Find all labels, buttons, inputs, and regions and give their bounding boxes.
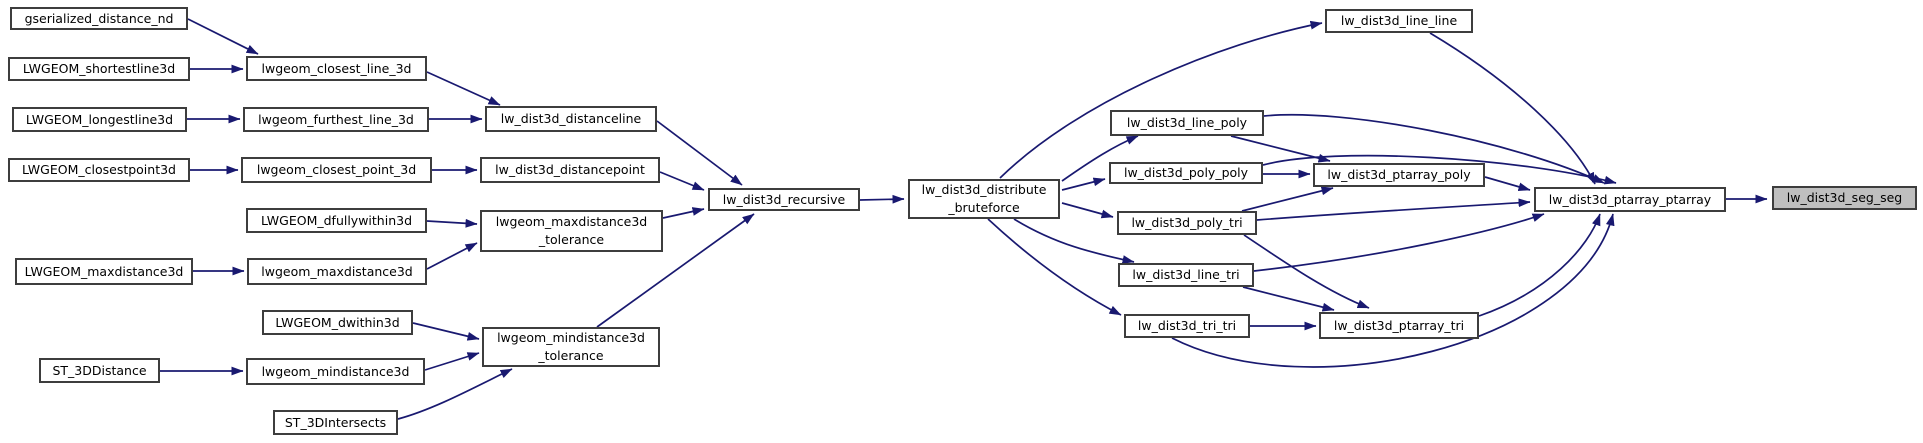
edge-lw_dist3d_poly_tri-lw_dist3d_ptarray_tri [1243,234,1370,309]
node-lw_dist3d_tri_tri[interactable]: lw_dist3d_tri_tri [1124,314,1250,338]
node-lwgeom_mindistance3d[interactable]: lwgeom_mindistance3d [246,358,425,385]
edge-ST_3DIntersects-lwgeom_mindistance3d_tolerance [397,368,513,420]
edge-lwgeom_mindistance3d_tolerance-lw_dist3d_recursive [596,213,755,328]
node-lw_dist3d_line_line[interactable]: lw_dist3d_line_line [1325,9,1473,33]
edge-lw_dist3d_distribute_bruteforce-lw_dist3d_poly_tri [1061,202,1114,219]
node-lwgeom_closest_line_3d[interactable]: lwgeom_closest_line_3d [246,56,427,81]
node-lw_dist3d_distancepoint[interactable]: lw_dist3d_distancepoint [480,157,660,183]
edge-lw_dist3d_poly_tri-lw_dist3d_ptarray_ptarray [1256,198,1531,221]
node-LWGEOM_dfullywithin3d[interactable]: LWGEOM_dfullywithin3d [246,208,427,233]
node-lw_dist3d_ptarray_tri[interactable]: lw_dist3d_ptarray_tri [1319,312,1479,339]
edge-lw_dist3d_ptarray_tri-lw_dist3d_ptarray_ptarray [1478,213,1601,317]
edge-lw_dist3d_poly_tri-lw_dist3d_ptarray_poly [1241,186,1334,212]
node-LWGEOM_closestpoint3d[interactable]: LWGEOM_closestpoint3d [8,158,190,182]
node-lw_dist3d_poly_poly[interactable]: lw_dist3d_poly_poly [1109,162,1263,184]
node-lw_dist3d_poly_tri[interactable]: lw_dist3d_poly_tri [1117,211,1257,235]
edge-lw_dist3d_ptarray_poly-lw_dist3d_ptarray_ptarray [1484,176,1531,192]
edge-lwgeom_maxdistance3d-lwgeom_maxdistance3d_tolerance [426,242,478,270]
node-LWGEOM_shortestline3d[interactable]: LWGEOM_shortestline3d [8,57,190,81]
node-LWGEOM_maxdistance3d[interactable]: LWGEOM_maxdistance3d [15,258,193,285]
node-ST_3DDistance[interactable]: ST_3DDistance [39,358,160,383]
edge-lw_dist3d_line_poly-lw_dist3d_ptarray_poly [1230,135,1331,163]
edge-lw_dist3d_line_tri-lw_dist3d_ptarray_tri [1242,286,1335,312]
node-lw_dist3d_ptarray_ptarray[interactable]: lw_dist3d_ptarray_ptarray [1534,187,1726,212]
edge-LWGEOM_dfullywithin3d-lwgeom_maxdistance3d_tolerance [426,218,478,228]
edge-lwgeom_closest_line_3d-lw_dist3d_distanceline [426,71,501,106]
node-lw_dist3d_line_poly[interactable]: lw_dist3d_line_poly [1110,110,1264,136]
edge-lw_dist3d_line_line-lw_dist3d_ptarray_ptarray [1429,32,1596,185]
node-lw_dist3d_line_tri[interactable]: lw_dist3d_line_tri [1118,263,1254,287]
edge-lw_dist3d_distribute_bruteforce-lw_dist3d_tri_tri [987,218,1122,316]
edge-lw_dist3d_tri_tri-lw_dist3d_ptarray_ptarray [1171,213,1615,368]
node-lw_dist3d_ptarray_poly[interactable]: lw_dist3d_ptarray_poly [1313,163,1485,187]
node-lw_dist3d_seg_seg: lw_dist3d_seg_seg [1772,186,1917,210]
node-lw_dist3d_recursive[interactable]: lw_dist3d_recursive [708,188,860,211]
edge-lw_dist3d_recursive-lw_dist3d_distribute_bruteforce [859,194,905,204]
node-lwgeom_maxdistance3d[interactable]: lwgeom_maxdistance3d [247,258,427,285]
node-lwgeom_furthest_line_3d[interactable]: lwgeom_furthest_line_3d [243,107,429,132]
node-lwgeom_closest_point_3d[interactable]: lwgeom_closest_point_3d [241,157,432,183]
node-ST_3DIntersects[interactable]: ST_3DIntersects [273,410,398,435]
edge-lw_dist3d_distribute_bruteforce-lw_dist3d_line_line [999,20,1323,179]
edge-lw_dist3d_poly_poly-lw_dist3d_ptarray_ptarray [1262,154,1617,185]
node-gserialized_distance_nd[interactable]: gserialized_distance_nd [10,7,188,30]
edge-lw_dist3d_distribute_bruteforce-lw_dist3d_poly_poly [1061,177,1106,191]
edge-lwgeom_mindistance3d-lwgeom_mindistance3d_tolerance [424,352,480,371]
edge-lwgeom_maxdistance3d_tolerance-lw_dist3d_recursive [662,207,705,219]
node-LWGEOM_dwithin3d[interactable]: LWGEOM_dwithin3d [262,310,413,335]
node-lwgeom_mindistance3d_tolerance[interactable]: lwgeom_mindistance3d _tolerance [482,327,660,367]
edge-lw_dist3d_line_poly-lw_dist3d_ptarray_ptarray [1263,113,1605,184]
node-lw_dist3d_distanceline[interactable]: lw_dist3d_distanceline [485,106,657,132]
edge-LWGEOM_dwithin3d-lwgeom_mindistance3d_tolerance [412,322,480,341]
edge-lw_dist3d_distanceline-lw_dist3d_recursive [656,120,743,186]
node-lw_dist3d_distribute_bruteforce[interactable]: lw_dist3d_distribute _bruteforce [908,179,1060,219]
edge-lw_dist3d_distribute_bruteforce-lw_dist3d_line_poly [1061,135,1139,182]
node-LWGEOM_longestline3d[interactable]: LWGEOM_longestline3d [12,107,187,132]
edge-gserialized_distance_nd-lwgeom_closest_line_3d [187,18,259,55]
node-lwgeom_maxdistance3d_tolerance[interactable]: lwgeom_maxdistance3d _tolerance [480,210,663,252]
edge-lw_dist3d_distancepoint-lw_dist3d_recursive [659,171,705,191]
edge-lw_dist3d_distribute_bruteforce-lw_dist3d_line_tri [1013,218,1135,264]
edge-lw_dist3d_line_tri-lw_dist3d_ptarray_ptarray [1253,213,1545,272]
